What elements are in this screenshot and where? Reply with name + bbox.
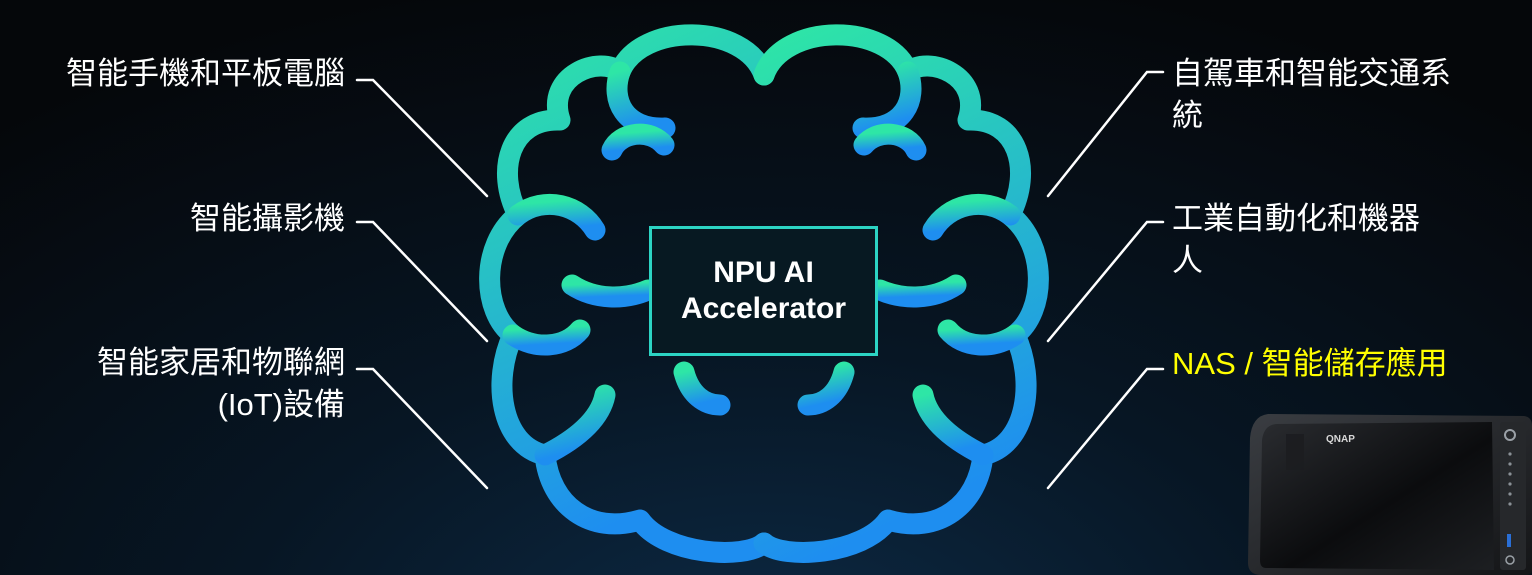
label-smartphones-tablets: 智能手機和平板電腦 — [66, 53, 345, 95]
label-line: 智能手機和平板電腦 — [66, 56, 345, 91]
brain-fold — [853, 123, 927, 161]
label-line: 智能家居和物聯網 — [97, 345, 345, 380]
label-line: (IoT)設備 — [217, 387, 345, 422]
label-line: 工業自動化和機器 — [1172, 201, 1420, 236]
connector-right-1 — [1046, 70, 1165, 198]
brain-fold — [922, 193, 1021, 241]
nas-side-strip — [1500, 422, 1526, 570]
label-nas-smart-storage: NAS / 智能儲存應用 — [1172, 343, 1448, 385]
nas-device-icon: QNAP — [1248, 414, 1532, 575]
label-industrial-automation: 工業自動化和機器 人 — [1172, 198, 1420, 282]
connector-left-3 — [355, 367, 489, 490]
label-line: 自駕車和智能交通系 — [1172, 56, 1451, 91]
brain-fold — [937, 319, 1026, 356]
label-smart-home-iot: 智能家居和物聯網 (IoT)設備 — [97, 342, 345, 426]
label-autonomous-vehicles: 自駕車和智能交通系 統 — [1172, 53, 1451, 137]
brain-fold — [601, 123, 675, 161]
nas-usb-port — [1507, 534, 1511, 547]
nas-brand-logo: QNAP — [1326, 434, 1355, 445]
connector-left-2 — [355, 220, 489, 343]
label-line: NAS / 智能儲存應用 — [1172, 346, 1448, 381]
chip-title-line1: NPU AI — [713, 256, 814, 289]
chip-title-line2: Accelerator — [680, 292, 847, 325]
brain-fold — [561, 274, 659, 308]
brain-fold — [912, 384, 994, 466]
nas-vent — [1286, 434, 1304, 470]
label-line: 智能攝影機 — [190, 201, 345, 236]
label-line: 人 — [1172, 243, 1203, 278]
nas-led-column — [1508, 452, 1512, 506]
brain-fold — [606, 61, 676, 139]
brain-fold — [502, 319, 591, 356]
brain-fold — [797, 361, 855, 416]
connector-right-3 — [1046, 367, 1165, 490]
brain-outline-icon — [479, 24, 1049, 563]
npu-ai-accelerator-chip: NPU AI Accelerator — [649, 226, 878, 356]
nas-front-panel — [1260, 422, 1494, 570]
label-line: 統 — [1172, 98, 1203, 133]
connector-left-1 — [355, 78, 489, 198]
nas-power-button — [1504, 429, 1516, 441]
connector-lines — [355, 70, 1165, 490]
connector-right-2 — [1046, 220, 1165, 343]
label-smart-cameras: 智能攝影機 — [190, 198, 345, 240]
nas-copy-button — [1505, 555, 1515, 565]
brain-fold — [673, 361, 731, 416]
brain-fold — [869, 274, 967, 308]
brain-fold — [507, 193, 606, 241]
brain-fold — [534, 384, 616, 466]
brain-fold — [852, 61, 922, 139]
